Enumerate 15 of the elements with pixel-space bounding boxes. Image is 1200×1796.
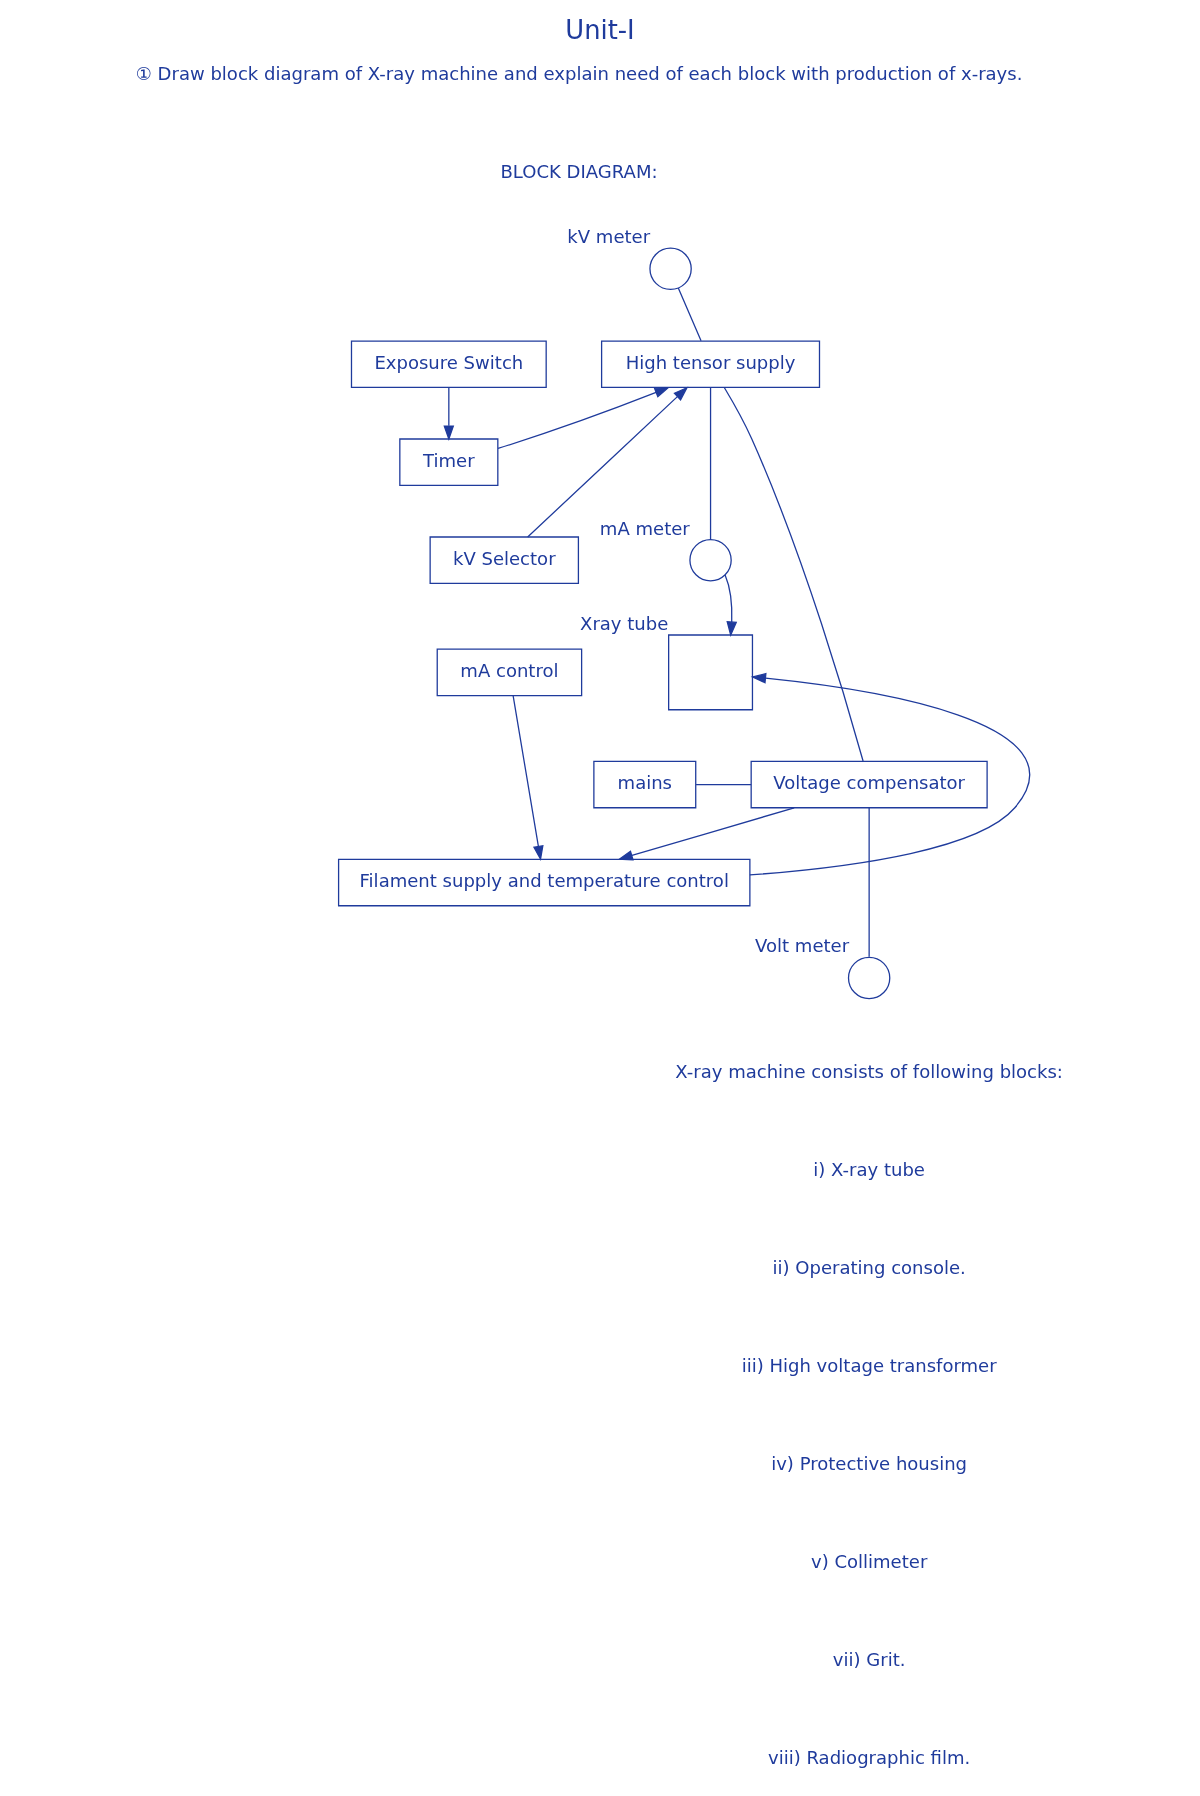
label: vii) Grit. [832,1649,906,1671]
node-label: Xray tube [580,613,669,635]
node-label: kV meter [567,226,651,248]
label: i) X-ray tube [813,1159,925,1181]
label: BLOCK DIAGRAM: [500,161,658,183]
label: ii) Operating console. [772,1257,966,1279]
diagram-title: Unit-I [565,15,635,46]
label: viii) Radiographic film. [768,1747,971,1769]
label: iii) High voltage transformer [741,1355,997,1377]
label: v) Collimeter [810,1551,928,1573]
node-label: mA meter [599,517,690,539]
label: iv) Protective housing [771,1453,968,1475]
node-label: Volt meter [755,935,850,957]
label: ① Draw block diagram of X-ray machine and explain need of each block with production of x-rays. [135,63,1023,85]
label: X-ray machine consists of following blocks: [675,1061,1063,1083]
